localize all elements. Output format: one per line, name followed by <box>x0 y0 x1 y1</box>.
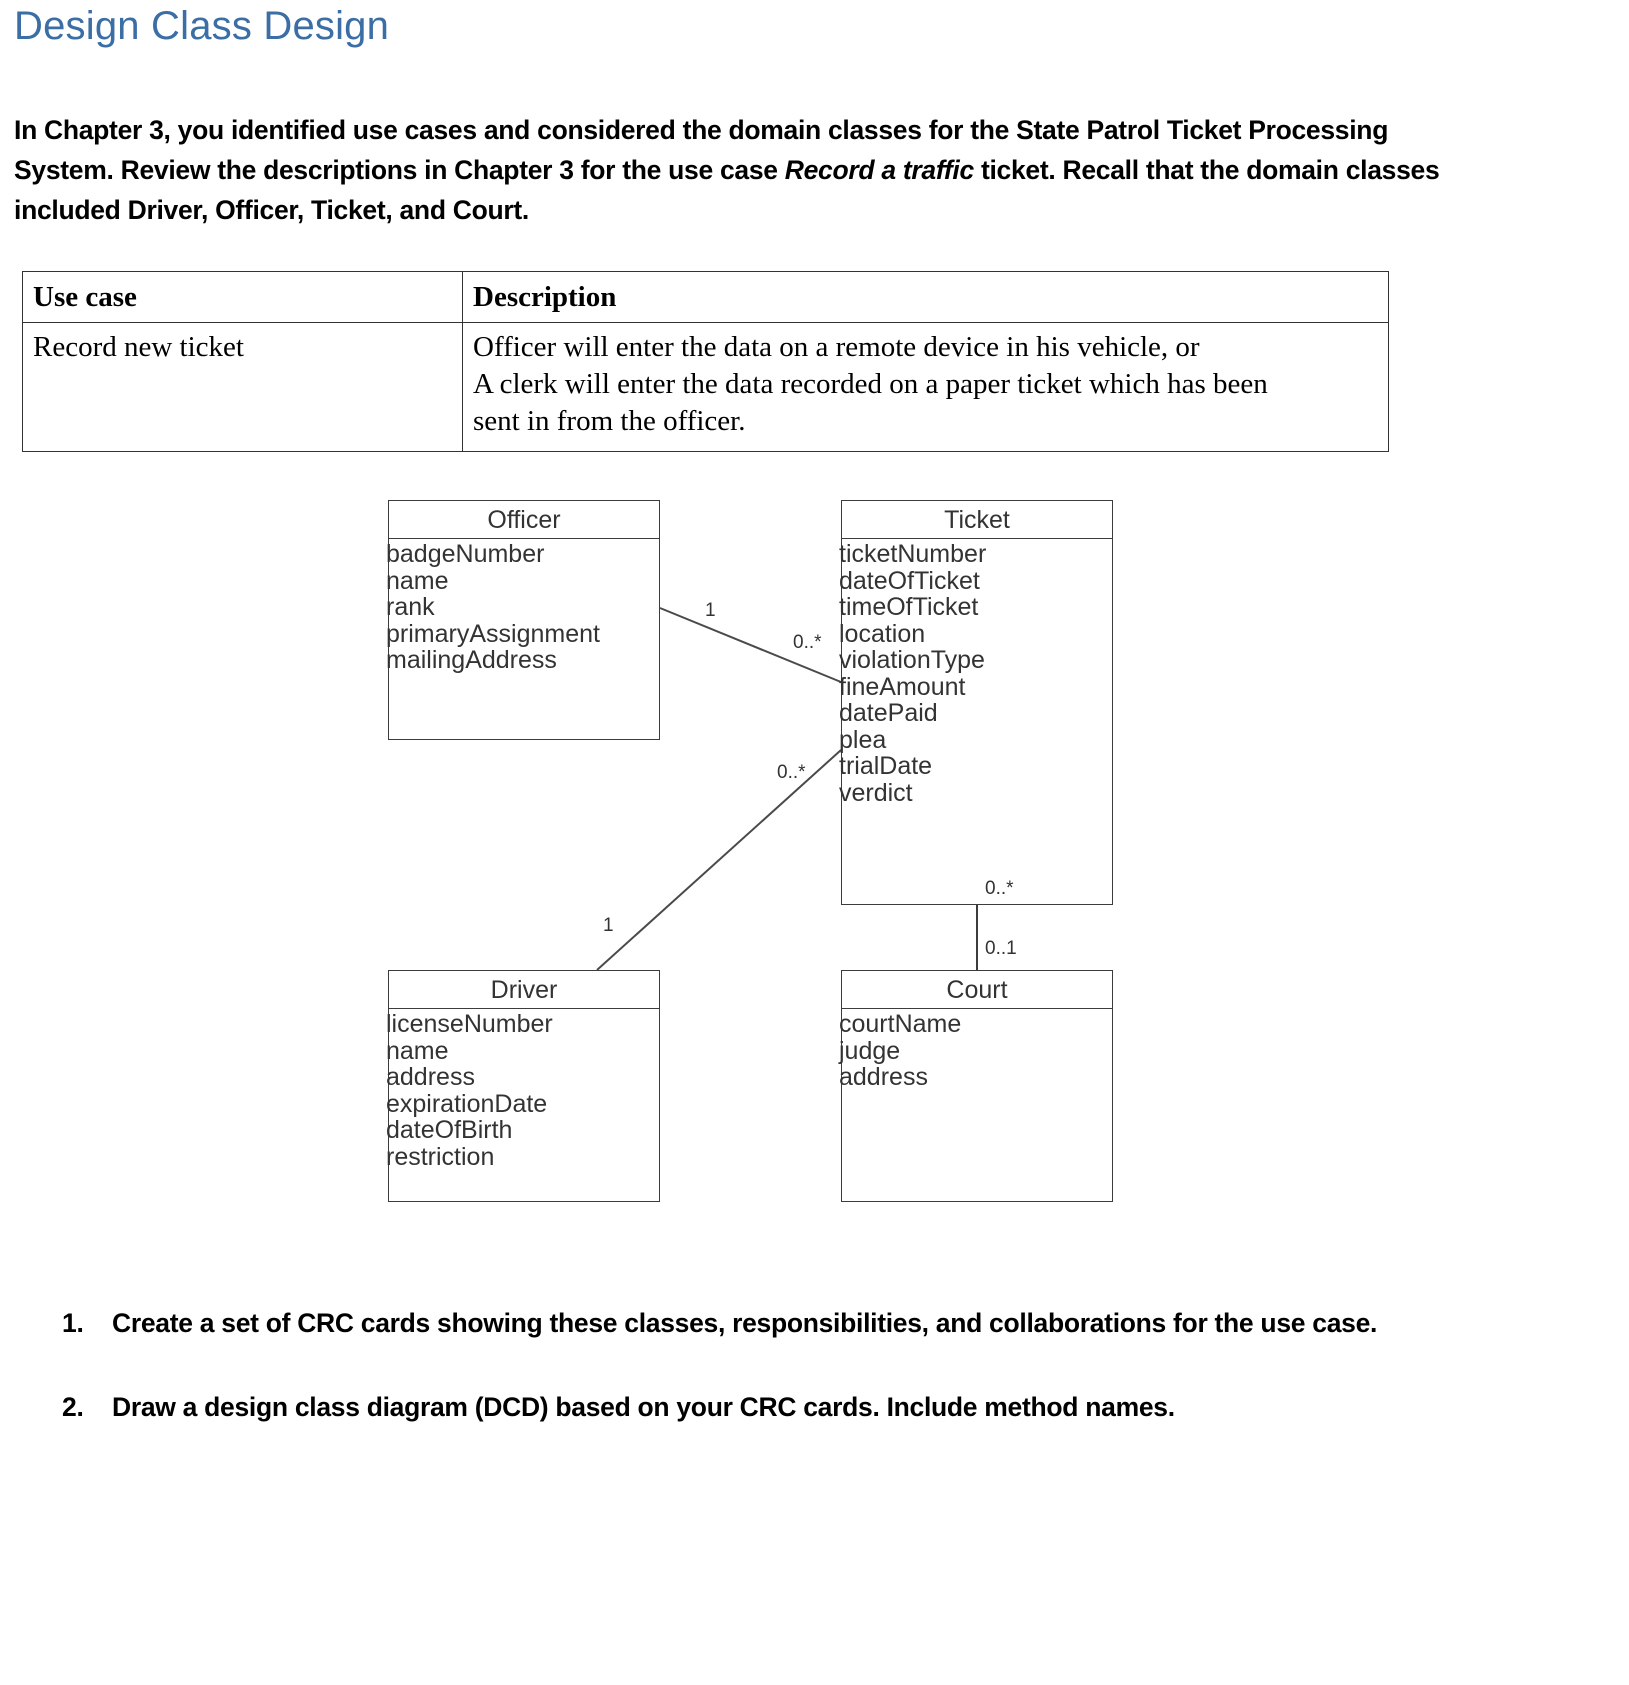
multiplicity-court-end: 0..1 <box>985 938 1017 959</box>
uml-class-court: Court courtName judge address <box>839 970 1113 1202</box>
use-case-table: Use case Description Record new ticket O… <box>22 271 1389 452</box>
uml-attribute: expirationDate <box>386 1089 548 1118</box>
cell-description: Officer will enter the data on a remote … <box>462 322 1389 452</box>
list-item: 1. Create a set of CRC cards showing the… <box>60 1305 1560 1341</box>
multiplicity-ticket-end-officer: 0..* <box>793 632 822 653</box>
list-item-text: Draw a design class diagram (DCD) based … <box>112 1392 1175 1422</box>
uml-attribute: trialDate <box>839 752 933 780</box>
uml-attribute: dateOfBirth <box>386 1116 513 1144</box>
list-item: 2. Draw a design class diagram (DCD) bas… <box>60 1389 1560 1425</box>
uml-attribute: ticketNumber <box>839 540 987 568</box>
uml-attribute: rank <box>386 593 435 621</box>
uml-class-name-driver: Driver <box>389 971 659 1009</box>
uml-attribute: name <box>386 1036 449 1065</box>
multiplicity-officer-end: 1 <box>705 600 716 621</box>
intro-text-part1: In Chapter 3, you identified use cases a… <box>14 115 1389 185</box>
cell-use-case: Record new ticket <box>22 322 463 452</box>
intro-paragraph: In Chapter 3, you identified use cases a… <box>14 110 1494 230</box>
uml-attribute: licenseNumber <box>386 1010 553 1038</box>
task-list: 1. Create a set of CRC cards showing the… <box>60 1305 1560 1473</box>
uml-class-driver: Driver licenseNumber name address expira… <box>386 970 660 1202</box>
list-item-number: 2. <box>62 1392 84 1422</box>
uml-class-ticket: Ticket ticketNumber dateOfTicket timeOfT… <box>839 500 1113 905</box>
description-line: A clerk will enter the data recorded on … <box>473 368 1268 400</box>
multiplicity-driver-end: 1 <box>603 915 614 936</box>
uml-class-name-ticket: Ticket <box>842 501 1112 539</box>
uml-attribute: judge <box>839 1036 901 1065</box>
uml-class-diagram: Officer badgeNumber name rank primaryAss… <box>0 460 1629 1250</box>
uml-attribute: mailingAddress <box>386 646 557 674</box>
association-line-officer-ticket <box>659 607 842 683</box>
table-row: Record new ticket Officer will enter the… <box>22 322 1389 452</box>
intro-emphasis: Record a traffic <box>784 155 974 185</box>
column-header-description: Description <box>462 271 1389 323</box>
intro-text-part2: ticket. Recall that the domain classes i… <box>14 155 1440 225</box>
uml-class-name-officer: Officer <box>389 501 659 539</box>
multiplicity-ticket-end-driver: 0..* <box>777 762 806 783</box>
uml-attribute: badgeNumber <box>386 540 545 568</box>
uml-attributes-driver: licenseNumber name address expirationDat… <box>386 1009 659 1171</box>
uml-class-name-court: Court <box>842 971 1112 1009</box>
uml-attribute: restriction <box>386 1142 495 1171</box>
page-title: Design Class Design <box>14 4 390 48</box>
uml-attribute: location <box>839 619 926 648</box>
uml-attributes-officer: badgeNumber name rank primaryAssignment … <box>386 539 659 674</box>
list-item-number: 1. <box>62 1308 84 1338</box>
uml-attribute: fineAmount <box>839 672 966 701</box>
uml-attribute: address <box>386 1063 475 1091</box>
uml-attribute: dateOfTicket <box>839 566 980 595</box>
table-header-row: Use case Description <box>22 271 1389 323</box>
uml-attribute: primaryAssignment <box>386 619 600 648</box>
list-item-text: Create a set of CRC cards showing these … <box>112 1308 1378 1338</box>
uml-attributes-ticket: ticketNumber dateOfTicket timeOfTicket l… <box>839 539 1112 807</box>
uml-class-officer: Officer badgeNumber name rank primaryAss… <box>386 500 660 740</box>
description-line: sent in from the officer. <box>473 405 746 437</box>
uml-attribute: plea <box>839 725 887 754</box>
uml-attribute: courtName <box>839 1010 962 1038</box>
uml-attribute: address <box>839 1063 928 1091</box>
uml-attribute: timeOfTicket <box>839 593 979 621</box>
uml-attributes-court: courtName judge address <box>839 1009 1112 1091</box>
column-header-use-case: Use case <box>22 271 463 323</box>
uml-attribute: verdict <box>839 778 913 807</box>
uml-attribute: datePaid <box>839 699 938 727</box>
association-line-driver-ticket <box>596 749 842 971</box>
description-line: Officer will enter the data on a remote … <box>473 331 1200 363</box>
multiplicity-ticket-end-court: 0..* <box>985 878 1014 899</box>
association-lines <box>596 607 978 971</box>
uml-attribute: violationType <box>839 646 985 674</box>
uml-attribute: name <box>386 566 449 595</box>
